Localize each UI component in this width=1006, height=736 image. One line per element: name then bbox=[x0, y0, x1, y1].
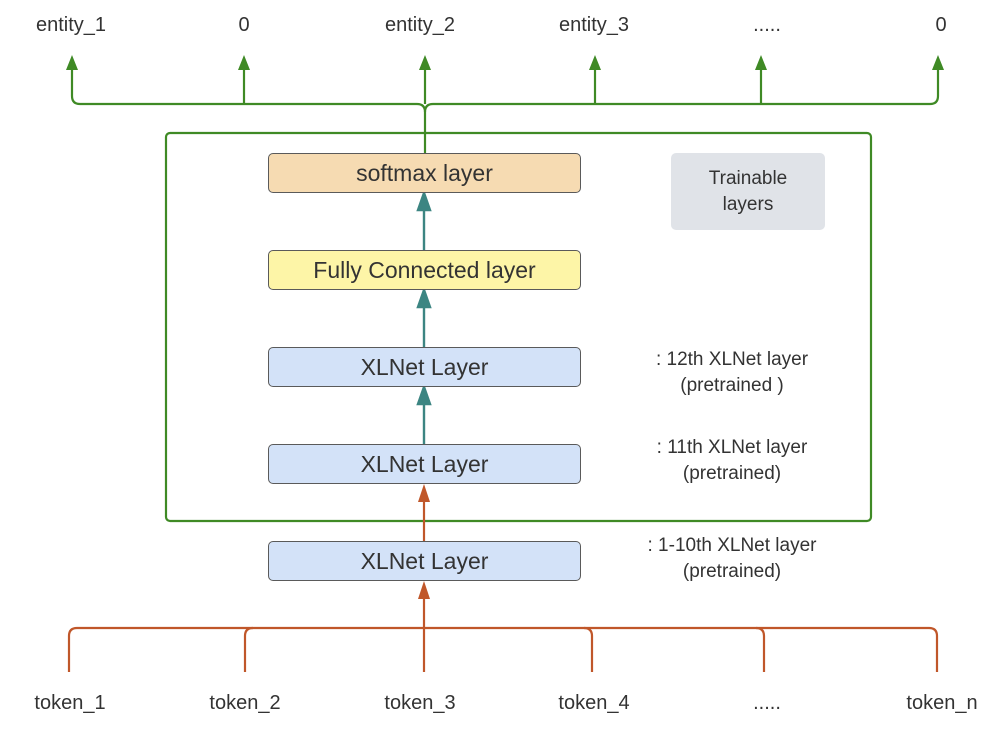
softmax-layer-label: softmax layer bbox=[356, 159, 493, 186]
output-arrowhead-2 bbox=[238, 55, 250, 70]
output-arrowhead-5 bbox=[755, 55, 767, 70]
input-branch-6 bbox=[928, 626, 939, 672]
xlnet-layer-12: XLNet Layer bbox=[268, 347, 581, 387]
output-label-4: entity_3 bbox=[558, 14, 630, 36]
note-xlnet-11-line-1: : 11th XLNet layer bbox=[656, 437, 808, 458]
note-xlnet-12-line-2: (pretrained ) bbox=[680, 375, 784, 396]
xlnet-layer-11: XLNet Layer bbox=[268, 444, 581, 484]
input-branch-5 bbox=[755, 626, 766, 672]
input-branch-4 bbox=[583, 626, 594, 672]
output-arrowhead-1 bbox=[66, 55, 78, 70]
output-arrowhead-6 bbox=[932, 55, 944, 70]
trainable-legend-line-1: Trainable bbox=[708, 167, 788, 189]
input-label-5: ..... bbox=[753, 692, 781, 714]
output-arrowhead-4 bbox=[589, 55, 601, 70]
note-xlnet-1-10-line-2: (pretrained) bbox=[682, 561, 782, 582]
output-connectors bbox=[70, 66, 940, 153]
trainable-region-frame bbox=[164, 131, 873, 523]
xlnet-layer-11-label: XLNet Layer bbox=[360, 450, 489, 477]
input-arrowheads bbox=[418, 484, 430, 599]
xlnet-layer-1-10-label: XLNet Layer bbox=[360, 547, 489, 574]
output-trunk bbox=[423, 66, 940, 153]
input-label-6: token_n bbox=[906, 692, 978, 714]
output-arrowheads bbox=[66, 55, 944, 70]
fully-connected-layer-label: Fully Connected layer bbox=[313, 256, 536, 283]
output-label-1: entity_1 bbox=[35, 14, 107, 36]
output-label-2: 0 bbox=[238, 14, 250, 36]
output-branch-1 bbox=[70, 66, 427, 113]
input-branch-1 bbox=[67, 626, 78, 672]
trainable-layers-legend: Trainable layers bbox=[671, 153, 825, 230]
xlnet-layer-12-label: XLNet Layer bbox=[360, 353, 489, 380]
note-xlnet-12-line-1: : 12th XLNet layer bbox=[655, 349, 809, 370]
input-branch-2 bbox=[243, 626, 254, 672]
fully-connected-layer: Fully Connected layer bbox=[268, 250, 581, 290]
note-xlnet-1-10: : 1-10th XLNet layer (pretrained) bbox=[622, 533, 842, 585]
output-label-3: entity_2 bbox=[384, 14, 456, 36]
input-connectors bbox=[67, 500, 939, 672]
xlnet-layer-1-10: XLNet Layer bbox=[268, 541, 581, 581]
input-label-2: token_2 bbox=[209, 692, 281, 714]
input-label-4: token_4 bbox=[558, 692, 630, 714]
inner-connectors bbox=[416, 189, 432, 444]
note-xlnet-12: : 12th XLNet layer (pretrained ) bbox=[632, 347, 832, 399]
note-xlnet-11: : 11th XLNet layer (pretrained) bbox=[632, 435, 832, 487]
output-label-5: ..... bbox=[753, 14, 781, 36]
output-arrowhead-3 bbox=[419, 55, 431, 70]
note-xlnet-11-line-2: (pretrained) bbox=[682, 463, 782, 484]
note-xlnet-1-10-line-1: : 1-10th XLNet layer bbox=[647, 535, 817, 556]
trainable-legend-line-2: layers bbox=[722, 193, 774, 215]
input-label-1: token_1 bbox=[34, 692, 106, 714]
input-label-3: token_3 bbox=[384, 692, 456, 714]
output-label-6: 0 bbox=[935, 14, 947, 36]
softmax-layer: softmax layer bbox=[268, 153, 581, 193]
